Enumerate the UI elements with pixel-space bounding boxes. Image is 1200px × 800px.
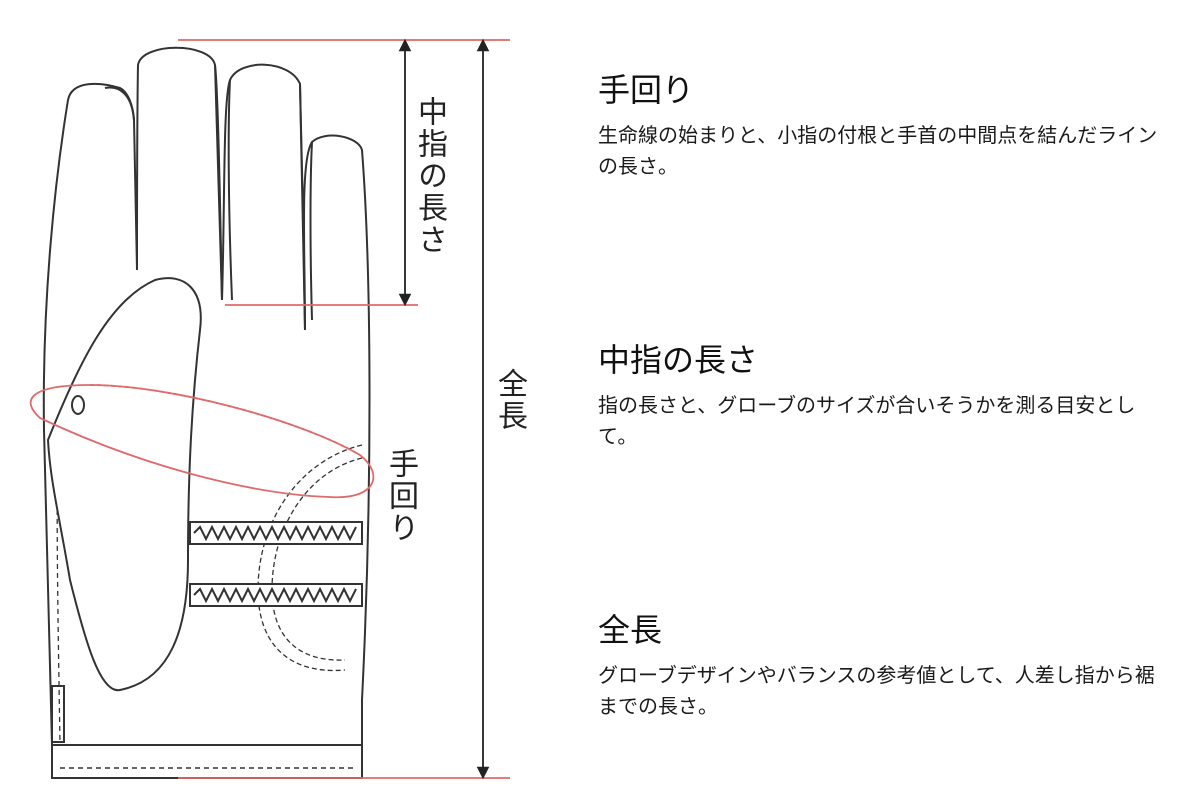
palm-stitch xyxy=(257,444,363,672)
section-title: 全長 xyxy=(598,611,663,649)
measure-arrows xyxy=(398,38,490,780)
hand-circumference-solid xyxy=(29,384,375,499)
total-length-section: 全長 グローブデザインやバランスの参考値として、人差し指から裾までの長さ。 xyxy=(598,610,1168,722)
glove-outline xyxy=(42,46,371,779)
middle-finger-length-label: 中指の長さ xyxy=(411,92,447,260)
zigzag-bands xyxy=(189,521,363,607)
section-title: 手回り xyxy=(598,71,695,109)
middle-finger-section: 中指の長さ 指の長さと、グローブのサイズが合いそうかを測る目安として。 xyxy=(598,340,1168,452)
section-description: グローブデザインやバランスの参考値として、人差し指から裾までの長さ。 xyxy=(598,663,1155,718)
hand-circumference-section: 手回り 生命線の始まりと、小指の付根と手首の中間点を結んだラインの長さ。 xyxy=(598,70,1168,182)
glove-silhouette xyxy=(42,46,371,779)
red-guides xyxy=(29,39,510,779)
section-description: 指の長さと、グローブのサイズが合いそうかを測る目安として。 xyxy=(598,393,1136,448)
total-length-label: 全長 xyxy=(491,364,527,436)
hand-circumference-label: 手回り xyxy=(383,448,418,544)
glove-thumb xyxy=(46,277,202,692)
thumb-shape xyxy=(46,277,202,692)
section-description: 生命線の始まりと、小指の付根と手首の中間点を結んだラインの長さ。 xyxy=(598,123,1158,178)
section-title: 中指の長さ xyxy=(598,341,759,379)
